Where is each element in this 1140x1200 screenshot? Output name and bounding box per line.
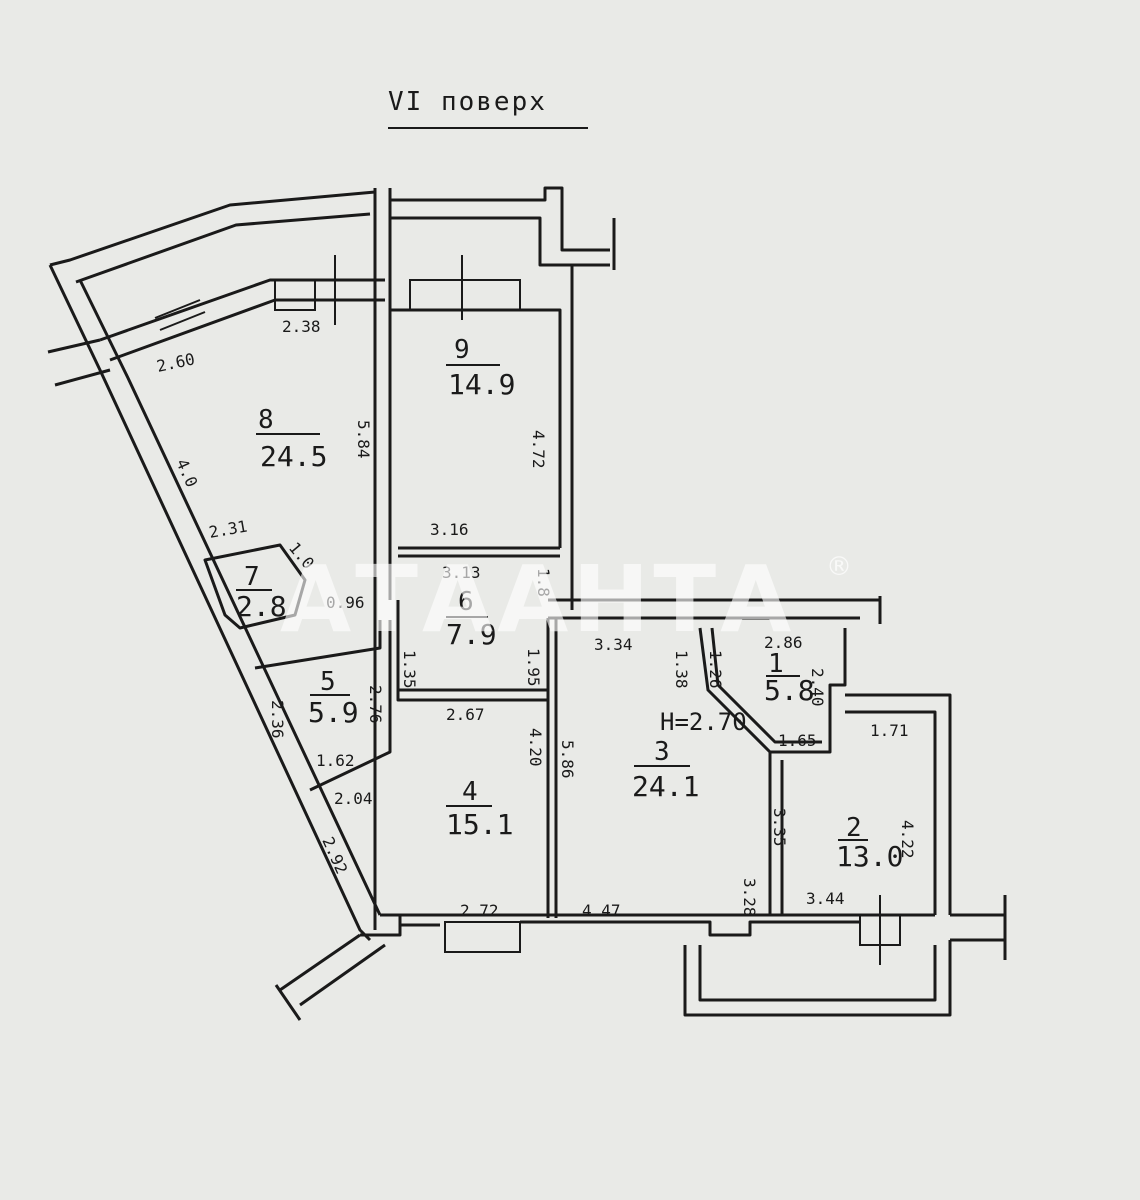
dim-label: 2.04 <box>334 789 373 808</box>
room-7-number: 7 <box>244 562 260 592</box>
room-4-number: 4 <box>462 777 478 807</box>
dim-label: 5.84 <box>354 420 373 459</box>
room-5-area: 5.9 <box>308 696 359 729</box>
dim-label: 1.71 <box>870 721 909 740</box>
dim-label: 2.60 <box>155 349 197 376</box>
watermark-logo: АТААНТА <box>280 546 796 653</box>
dim-label: 4.72 <box>529 430 548 469</box>
floor-title: VI поверх <box>388 87 547 117</box>
room-8-area: 24.5 <box>260 440 327 473</box>
dim-label: 4.22 <box>898 820 917 859</box>
dim-label: 0.96 <box>326 593 365 612</box>
room-1-number: 1 <box>768 649 784 679</box>
dim-label: 1.65 <box>778 731 817 750</box>
room-9-area: 14.9 <box>448 368 515 401</box>
ceiling-height-label: H=2.70 <box>660 708 747 736</box>
dim-label: 2.36 <box>268 700 287 739</box>
room-6-number: 6 <box>458 587 474 617</box>
dim-label: 1.38 <box>672 650 691 689</box>
room-8-number: 8 <box>258 405 274 435</box>
dim-label: 3.44 <box>806 889 845 908</box>
dim-label: 3.28 <box>740 878 759 917</box>
dim-label: 3.16 <box>430 520 469 539</box>
outer-walls <box>47 186 1007 1021</box>
room-2-number: 2 <box>846 813 862 843</box>
dim-label: 3.13 <box>442 563 481 582</box>
room-1-area: 5.8 <box>764 674 815 707</box>
dim-label: 1.95 <box>524 648 543 687</box>
room-2-area: 13.0 <box>836 840 903 873</box>
dim-label: 5.86 <box>558 740 577 779</box>
room-7-area: 2.8 <box>236 590 287 623</box>
room-9-number: 9 <box>454 335 470 365</box>
room-5-number: 5 <box>320 667 336 697</box>
dim-label: 2.40 <box>808 668 827 707</box>
room-4-area: 15.1 <box>446 808 513 841</box>
dim-label: 3.35 <box>770 808 789 847</box>
registered-mark: ® <box>826 552 852 582</box>
dim-label: 1.35 <box>400 650 419 689</box>
room-3-area: 24.1 <box>632 770 699 803</box>
dimension-labels: 2.38 2.60 5.84 4.0 2.31 1.0 0.96 4.72 3.… <box>155 317 917 920</box>
room-3-number: 3 <box>654 737 670 767</box>
dim-label: 1.26 <box>706 650 725 689</box>
dim-label: 2.38 <box>282 317 321 336</box>
dim-label: 3.34 <box>594 635 633 654</box>
dim-label: 1.8 <box>534 568 553 597</box>
dim-label: 2.86 <box>764 633 803 652</box>
dim-label: 2.67 <box>446 705 485 724</box>
dim-label: 1.62 <box>316 751 355 770</box>
dim-label: 4.20 <box>526 728 545 767</box>
room-labels: 1 5.8 2 13.0 3 24.1 4 15.1 5 5.9 6 7.9 7… <box>236 335 903 873</box>
dim-label: 4.47 <box>582 901 621 920</box>
dim-label: 2.72 <box>460 901 499 920</box>
dim-label: 2.76 <box>366 685 385 724</box>
dim-label: 2.31 <box>207 517 248 542</box>
room-6-area: 7.9 <box>446 618 497 651</box>
